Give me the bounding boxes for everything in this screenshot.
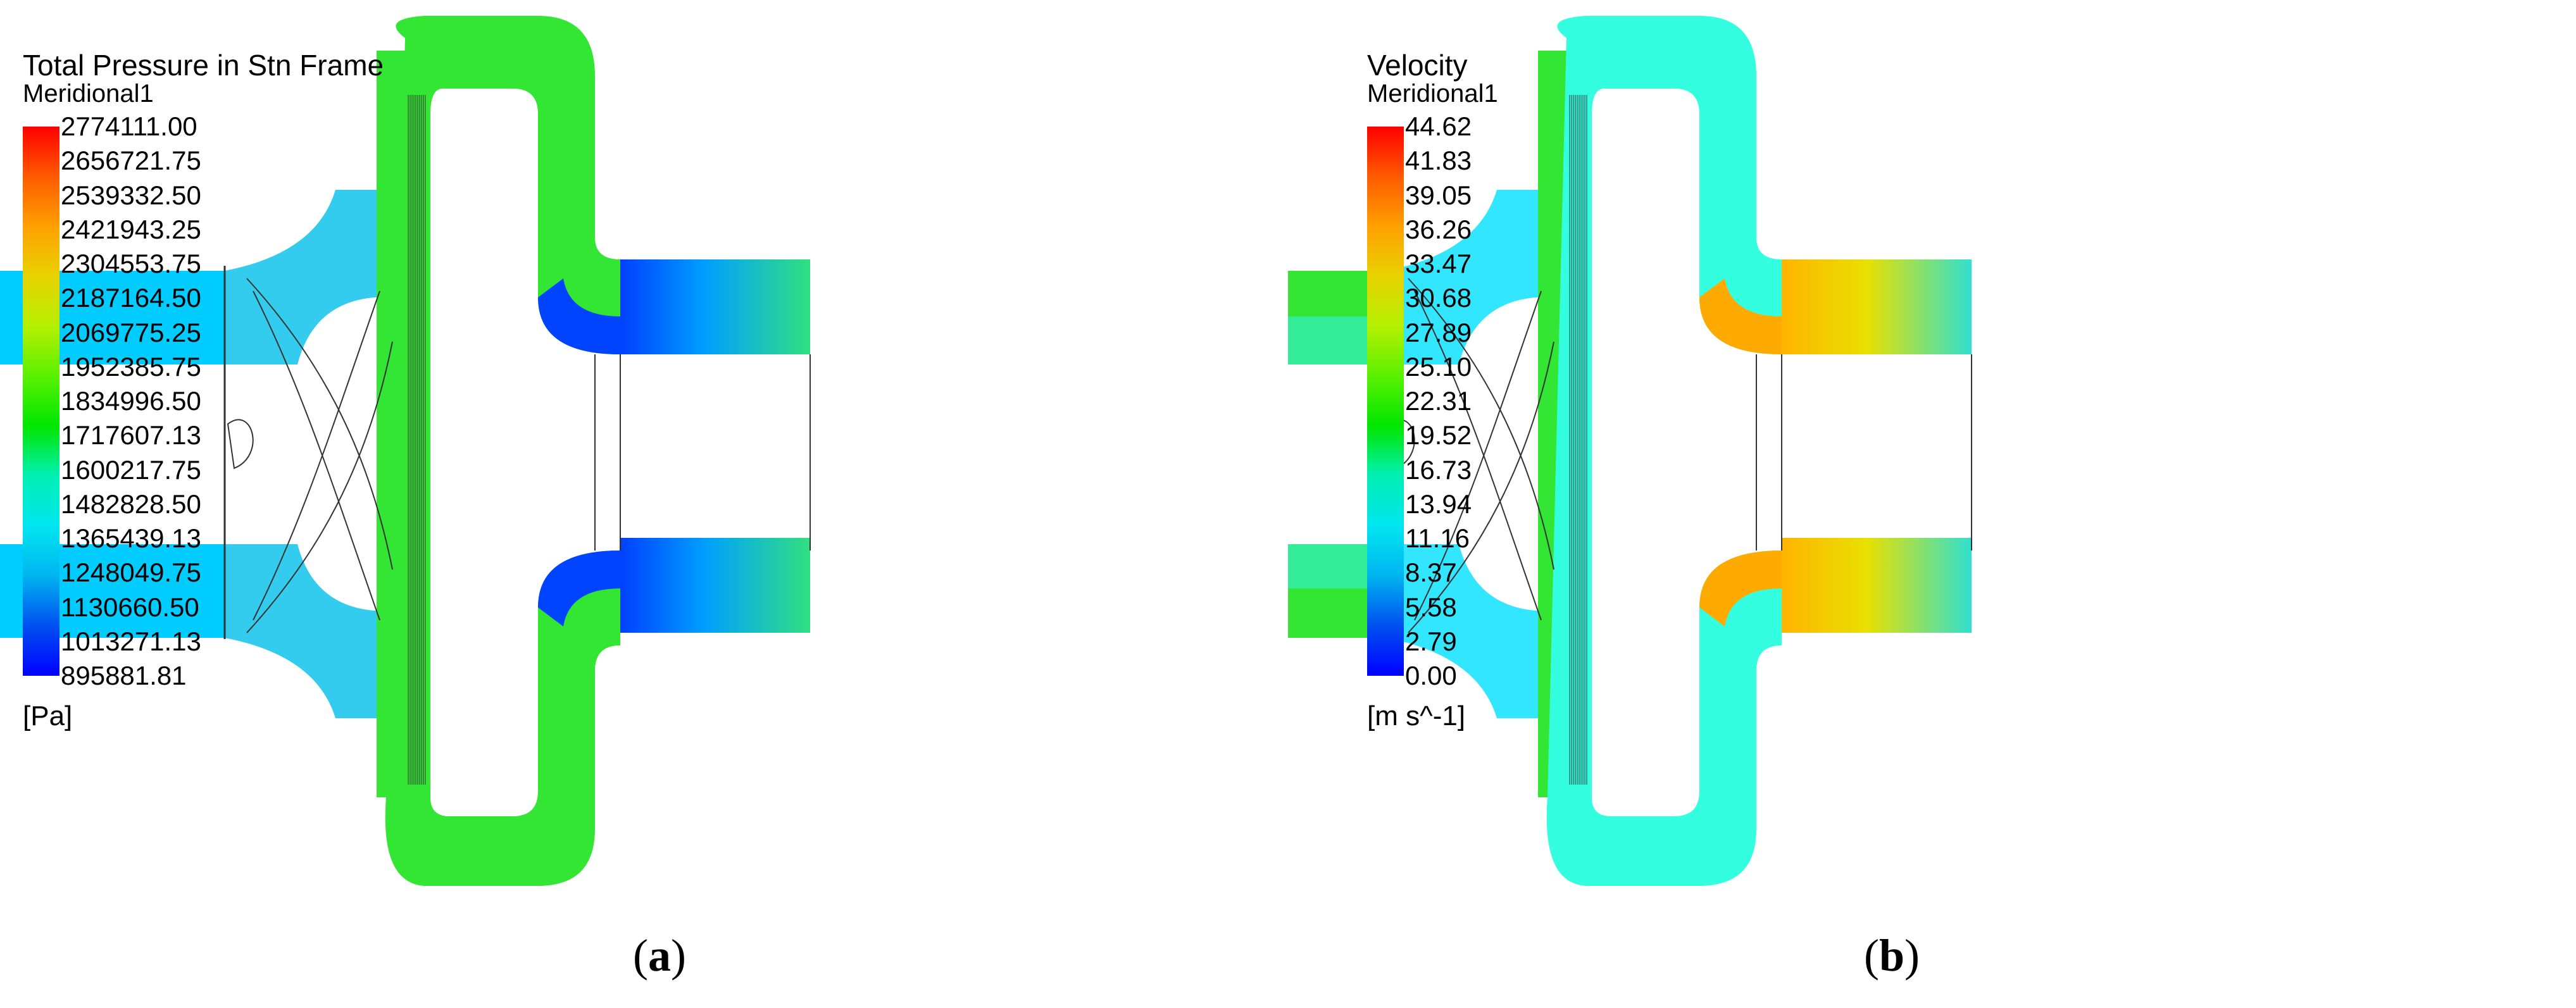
blade-curve xyxy=(253,290,380,621)
blade-curve xyxy=(1408,278,1554,570)
colorbar-tick-label: 22.31 xyxy=(1405,386,1472,416)
velocity-contour-plot xyxy=(1288,16,1972,886)
caption: (b) xyxy=(1864,930,1920,981)
unit-label: [Pa] xyxy=(23,700,73,731)
blade-curve xyxy=(253,290,380,621)
blade-curve xyxy=(1414,290,1542,621)
outlet-hotspot-upper xyxy=(538,278,620,354)
colorbar-tick-label: 5.58 xyxy=(1405,592,1457,622)
caption-close: ) xyxy=(670,930,686,981)
pressure-contour-plot xyxy=(0,16,811,886)
colorbar xyxy=(23,127,59,676)
blade-curve xyxy=(1414,290,1542,621)
colorbar-tick-label: 33.47 xyxy=(1405,249,1472,278)
panel-b: Velocity Meridional1 44.62 41.83 39.05 36.2… xyxy=(1288,0,2576,1008)
colorbar-tick-label: 36.26 xyxy=(1405,214,1472,244)
caption-open: ( xyxy=(1864,930,1879,981)
colorbar-tick-label: 13.94 xyxy=(1405,488,1472,519)
colorbar-tick-label: 1248049.75 xyxy=(61,557,201,588)
legend-title: Velocity xyxy=(1367,49,1468,82)
colorbar-tick-label: 1717607.13 xyxy=(61,420,201,451)
caption-letter: a xyxy=(647,930,671,981)
colorbar-tick-label: 27.89 xyxy=(1405,317,1472,347)
colorbar-tick-label: 1482828.50 xyxy=(61,488,201,519)
outlet-hotspot-lower xyxy=(538,551,620,626)
colorbar-tick-label: 2656721.75 xyxy=(61,146,201,176)
colorbar-tick-label: 2539332.50 xyxy=(61,180,201,210)
outlet-hotspot-lower xyxy=(1699,551,1782,626)
colorbar-tick-label: 11.16 xyxy=(1405,523,1470,553)
colorbar-tick-label: 2774111.00 xyxy=(61,111,197,141)
colorbar-tick-label: 2.79 xyxy=(1405,626,1457,656)
colorbar-tick-label: 1365439.13 xyxy=(61,523,201,553)
colorbar-tick-label: 1130660.50 xyxy=(61,592,199,622)
inlet-bend-lower xyxy=(225,544,399,718)
colorbar-tick-label: 2421943.25 xyxy=(61,214,201,244)
caption-letter: b xyxy=(1879,930,1905,981)
colorbar-tick-label: 1952385.75 xyxy=(61,351,201,382)
legend-title: Total Pressure in Stn Frame xyxy=(23,49,384,82)
colorbar-tick-label: 8.37 xyxy=(1405,557,1457,588)
colorbar-tick-label: 41.83 xyxy=(1405,146,1472,176)
colorbar-tick-label: 2187164.50 xyxy=(61,283,201,313)
outlet-pipe-lower xyxy=(1782,538,1972,633)
colorbar-tick-label: 16.73 xyxy=(1405,454,1472,485)
colorbar-tick-label: 1600217.75 xyxy=(61,454,201,485)
outlet-pipe-lower xyxy=(620,538,810,633)
unit-label: [m s^-1] xyxy=(1367,700,1466,731)
caption-open: ( xyxy=(633,930,648,981)
colorbar-tick-label: 19.52 xyxy=(1405,420,1472,451)
inlet-bend-upper xyxy=(225,190,399,364)
colorbar-tick-label: 44.62 xyxy=(1405,111,1472,141)
colorbar-tick-label: 895881.81 xyxy=(61,661,187,690)
blade-curve xyxy=(246,278,393,570)
caption-close: ) xyxy=(1904,930,1920,981)
blade-outlines xyxy=(227,278,393,633)
caption: (a) xyxy=(633,930,686,981)
colorbar-tick-label: 0.00 xyxy=(1405,661,1457,690)
outlet-hotspot-upper xyxy=(1699,278,1782,354)
outlet-pipe-upper xyxy=(620,259,810,354)
blade-curve xyxy=(1408,341,1554,633)
outlet-pipe-upper xyxy=(1782,259,1972,354)
return-channel xyxy=(1546,16,1782,886)
colorbar-tick-label: 30.68 xyxy=(1405,283,1472,313)
colorbar xyxy=(1367,127,1404,676)
colorbar-tick-label: 2304553.75 xyxy=(61,249,201,278)
blade-curve xyxy=(246,341,393,633)
colorbar-tick-label: 2069775.25 xyxy=(61,317,201,347)
legend-subtitle: Meridional1 xyxy=(23,80,154,108)
colorbar-tick-label: 39.05 xyxy=(1405,180,1472,210)
colorbar-tick-label: 1013271.13 xyxy=(61,626,201,656)
colorbar-tick-label: 1834996.50 xyxy=(61,386,201,416)
panel-a: Total Pressure in Stn Frame Meridional1 … xyxy=(0,16,811,981)
return-channel xyxy=(385,16,620,886)
colorbar-tick-label: 25.10 xyxy=(1405,351,1472,382)
legend-subtitle: Meridional1 xyxy=(1367,80,1498,108)
blade-curve xyxy=(227,419,254,470)
inlet-bend-upper xyxy=(1386,190,1560,364)
